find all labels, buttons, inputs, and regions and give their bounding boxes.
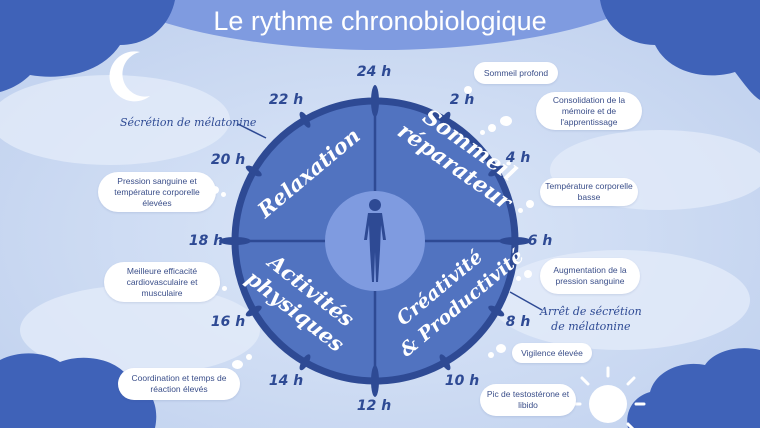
clock-tick xyxy=(488,165,505,177)
hour-label-22: 22 h xyxy=(268,92,304,108)
bubble-coordination: Coordination et temps de réaction élevés xyxy=(118,368,240,400)
corner-blob-top-left xyxy=(0,0,175,92)
hour-label-14: 14 h xyxy=(268,373,304,389)
annotation-arret-secretion: Arrêt de sécrétion de mélatonine xyxy=(540,304,642,334)
title-band xyxy=(111,0,649,50)
bubble-dot xyxy=(222,286,227,291)
bubble-dot xyxy=(212,280,220,288)
hour-label-10: 10 h xyxy=(444,373,480,389)
bubble-pic-testosterone: Pic de testostérone et libido xyxy=(480,384,576,416)
bubble-dot xyxy=(488,352,494,358)
bubble-dot xyxy=(480,130,485,135)
clock-tick xyxy=(245,305,262,317)
clock-tick xyxy=(499,237,531,245)
sun-icon xyxy=(570,366,646,428)
annotation-secretion-melatonine: Sécrétion de mélatonine xyxy=(120,116,257,129)
hour-label-12: 12 h xyxy=(356,398,392,414)
bubble-dot xyxy=(210,186,219,194)
secretion-connector xyxy=(237,123,267,139)
corner-blob-bottom-left xyxy=(0,353,157,428)
annotation-arret-line1: Arrêt de sécrétion xyxy=(540,305,642,318)
bubble-dot xyxy=(488,124,496,132)
page-title: Le rythme chronobiologique xyxy=(213,6,547,36)
clock-tick xyxy=(299,354,311,371)
clock-tick xyxy=(439,111,451,128)
hour-label-20: 20 h xyxy=(210,152,246,168)
bubble-dot xyxy=(526,200,534,208)
bubble-pression-temperature: Pression sanguine et température corpore… xyxy=(98,172,216,212)
clock-tick xyxy=(299,111,311,128)
bubble-sommeil-profond: Sommeil profond xyxy=(474,62,558,84)
clock-tick xyxy=(219,237,251,245)
hour-label-4: 4 h xyxy=(505,150,531,166)
bubble-vigilance: Vigilence élevée xyxy=(512,343,592,363)
hour-label-16: 16 h xyxy=(210,314,246,330)
bubble-dot xyxy=(524,270,532,278)
cloud-shapes xyxy=(0,75,760,375)
corner-blob-top-right xyxy=(600,0,760,100)
bubble-dot xyxy=(232,360,243,369)
clock-ticks xyxy=(219,85,531,397)
bubble-dot xyxy=(221,192,226,197)
bubble-augmentation-pression: Augmentation de la pression sanguine xyxy=(540,258,640,294)
annotation-arret-line2: de mélatonine xyxy=(551,320,631,333)
bubble-dot xyxy=(496,344,506,353)
clock-tick xyxy=(371,365,379,397)
bubble-dot xyxy=(464,86,472,94)
bubble-consolidation-memoire: Consolidation de la mémoire et de l'appr… xyxy=(536,92,642,130)
bubble-dot xyxy=(518,208,523,213)
arret-connector xyxy=(509,291,543,311)
bubble-efficacite-cardio: Meilleure efficacité cardiovasculaire et… xyxy=(104,262,220,302)
hour-label-8: 8 h xyxy=(505,314,531,330)
bubble-dot xyxy=(500,116,512,126)
hour-label-24: 24 h xyxy=(356,64,392,80)
bubble-temperature-basse: Température corporelle basse xyxy=(540,178,638,206)
human-figure-icon xyxy=(364,199,386,282)
clock-tick xyxy=(439,354,451,371)
corner-blob-bottom-right xyxy=(627,348,760,428)
clock-tick xyxy=(488,305,505,317)
moon-icon xyxy=(109,51,150,102)
bubble-dot xyxy=(246,354,252,360)
hour-label-2: 2 h xyxy=(449,92,475,108)
hour-label-6: 6 h xyxy=(527,233,553,249)
clock-tick xyxy=(245,165,262,177)
hour-label-18: 18 h xyxy=(188,233,224,249)
clock-tick xyxy=(371,85,379,117)
bubble-dot xyxy=(516,276,521,281)
